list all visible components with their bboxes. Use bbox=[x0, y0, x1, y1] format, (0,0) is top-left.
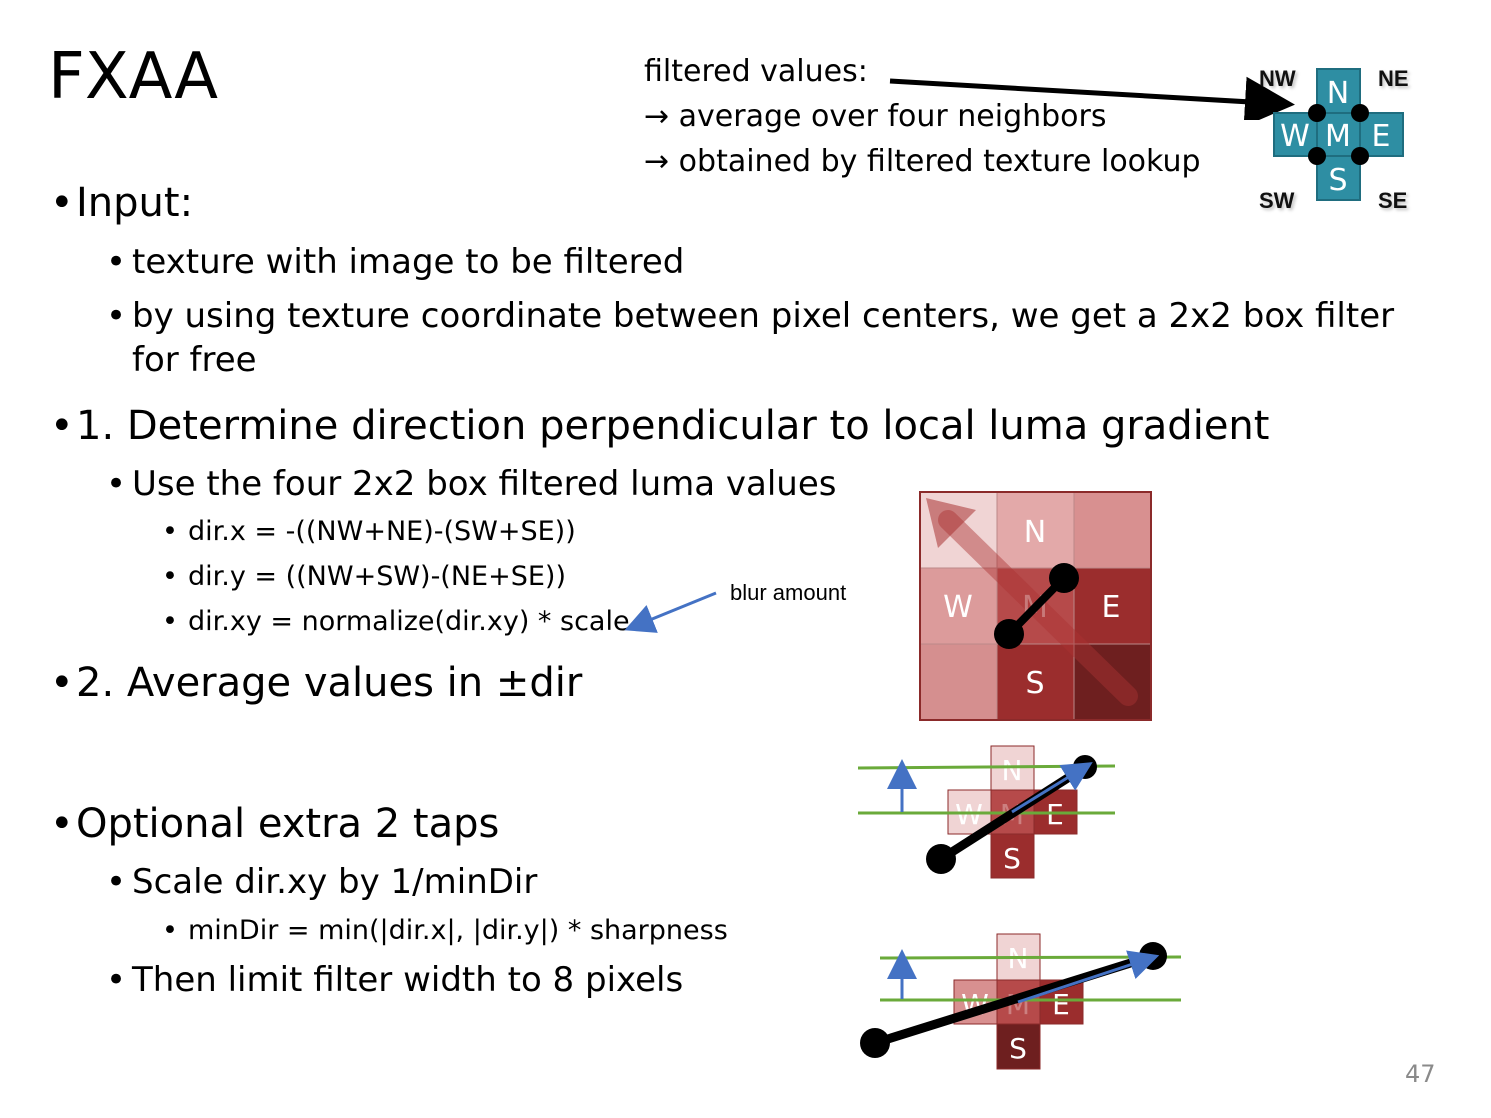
bullet-dot: • bbox=[162, 516, 178, 547]
diagram2-text-e: E bbox=[1052, 988, 1070, 1021]
grid-cell-sw bbox=[920, 644, 997, 720]
note-arrow bbox=[889, 76, 1295, 120]
grid-cell-n bbox=[997, 492, 1074, 568]
note-line-3: → obtained by filtered texture lookup bbox=[644, 144, 1201, 179]
formula-dirx: dir.x = -((NW+NE)-(SW+SE)) bbox=[188, 516, 576, 547]
compass-text-w: W bbox=[1280, 119, 1310, 154]
compass-cell-s bbox=[1316, 155, 1361, 201]
bullet-input-sub2-line1: by using texture coordinate between pixe… bbox=[132, 296, 1395, 336]
bullet-dot: • bbox=[162, 606, 178, 637]
bullet-dot: • bbox=[106, 862, 127, 902]
compass-sw-label: SW bbox=[1259, 188, 1295, 213]
bullet-step1-sub: Use the four 2x2 box filtered luma value… bbox=[132, 464, 837, 504]
compass-dot-ne bbox=[1351, 104, 1369, 122]
direction-endpoint bbox=[1049, 563, 1079, 593]
luma-grid-diagram: N W M E S bbox=[919, 491, 1152, 721]
grid-cell-se bbox=[1074, 644, 1151, 720]
slide-title: FXAA bbox=[48, 40, 218, 114]
diagram1-text-s: S bbox=[1003, 842, 1021, 875]
formula-diry: dir.y = ((NW+SW)-(NE+SE)) bbox=[188, 561, 566, 592]
grid-text-e: E bbox=[1102, 590, 1121, 625]
compass-text-s: S bbox=[1328, 163, 1347, 198]
bullet-optional: Optional extra 2 taps bbox=[76, 801, 500, 847]
grid-cell-w bbox=[920, 568, 997, 644]
bullet-dot: • bbox=[106, 960, 127, 1000]
bullet-step2: 2. Average values in ±dir bbox=[76, 660, 583, 706]
note-line-2: → average over four neighbors bbox=[644, 99, 1107, 134]
compass-text-e: E bbox=[1372, 119, 1391, 154]
direction-endpoint bbox=[994, 619, 1024, 649]
compass-ne-label: NE bbox=[1378, 66, 1409, 91]
filter-segment bbox=[873, 951, 1155, 1048]
gradient-arrow-head bbox=[926, 498, 976, 548]
grid-cell-e bbox=[1074, 568, 1151, 644]
dir-arrow bbox=[1011, 762, 1093, 814]
bullet-input: Input: bbox=[76, 180, 194, 226]
compass-se-label: SE bbox=[1378, 188, 1408, 213]
bullet-dot: • bbox=[50, 660, 74, 706]
diagram1-text-n: N bbox=[1002, 754, 1023, 787]
diagram2-text-s: S bbox=[1009, 1032, 1027, 1065]
filter-width-diagram-2: N W M E S bbox=[860, 933, 1182, 1070]
compass-nw-label: NW bbox=[1259, 66, 1296, 91]
bullet-input-sub1: texture with image to be filtered bbox=[132, 242, 685, 282]
grid-cell-ne bbox=[1074, 492, 1151, 568]
note-line-1: filtered values: bbox=[644, 54, 868, 89]
compass-cell-n bbox=[1316, 68, 1361, 114]
grid-text-n: N bbox=[1024, 515, 1046, 550]
bullet-dot: • bbox=[162, 561, 178, 592]
grid-text-w: W bbox=[943, 590, 973, 625]
bullet-dot: • bbox=[50, 403, 74, 449]
compass-text-m: M bbox=[1325, 119, 1351, 154]
grid-cell-s bbox=[997, 644, 1074, 720]
bullet-dot: • bbox=[106, 296, 127, 336]
page-number: 47 bbox=[1405, 1060, 1436, 1088]
dir-arrow bbox=[1017, 950, 1160, 1004]
compass-text-n: N bbox=[1327, 76, 1349, 111]
blur-amount-label: blur amount bbox=[730, 580, 847, 605]
bullet-dot: • bbox=[162, 915, 178, 946]
bullet-input-sub2-line2: for free bbox=[132, 340, 257, 380]
compass-cell-e bbox=[1359, 112, 1404, 157]
compass-dot-sw bbox=[1308, 147, 1326, 165]
bullet-opt-sub1: Scale dir.xy by 1/minDir bbox=[132, 862, 538, 902]
bullet-dot: • bbox=[106, 242, 127, 282]
compass-cell-m bbox=[1316, 112, 1361, 157]
bullet-opt-sub2: Then limit filter width to 8 pixels bbox=[132, 960, 684, 1000]
blur-amount-arrow bbox=[624, 591, 717, 633]
bullet-dot: • bbox=[50, 801, 74, 847]
compass-dot-se bbox=[1351, 147, 1369, 165]
compass-cross-diagram: N W M E S bbox=[1273, 68, 1404, 201]
bullet-step1: 1. Determine direction perpendicular to … bbox=[76, 403, 1270, 449]
formula-mindir: minDir = min(|dir.x|, |dir.y|) * sharpne… bbox=[188, 915, 728, 946]
bullet-dot: • bbox=[106, 464, 127, 504]
compass-dot-nw bbox=[1308, 104, 1326, 122]
bullet-dot: • bbox=[50, 180, 74, 226]
filter-width-diagram-1: N W M E S bbox=[857, 745, 1116, 879]
grid-text-s: S bbox=[1025, 666, 1044, 701]
formula-dirxy: dir.xy = normalize(dir.xy) * scale bbox=[188, 606, 630, 637]
